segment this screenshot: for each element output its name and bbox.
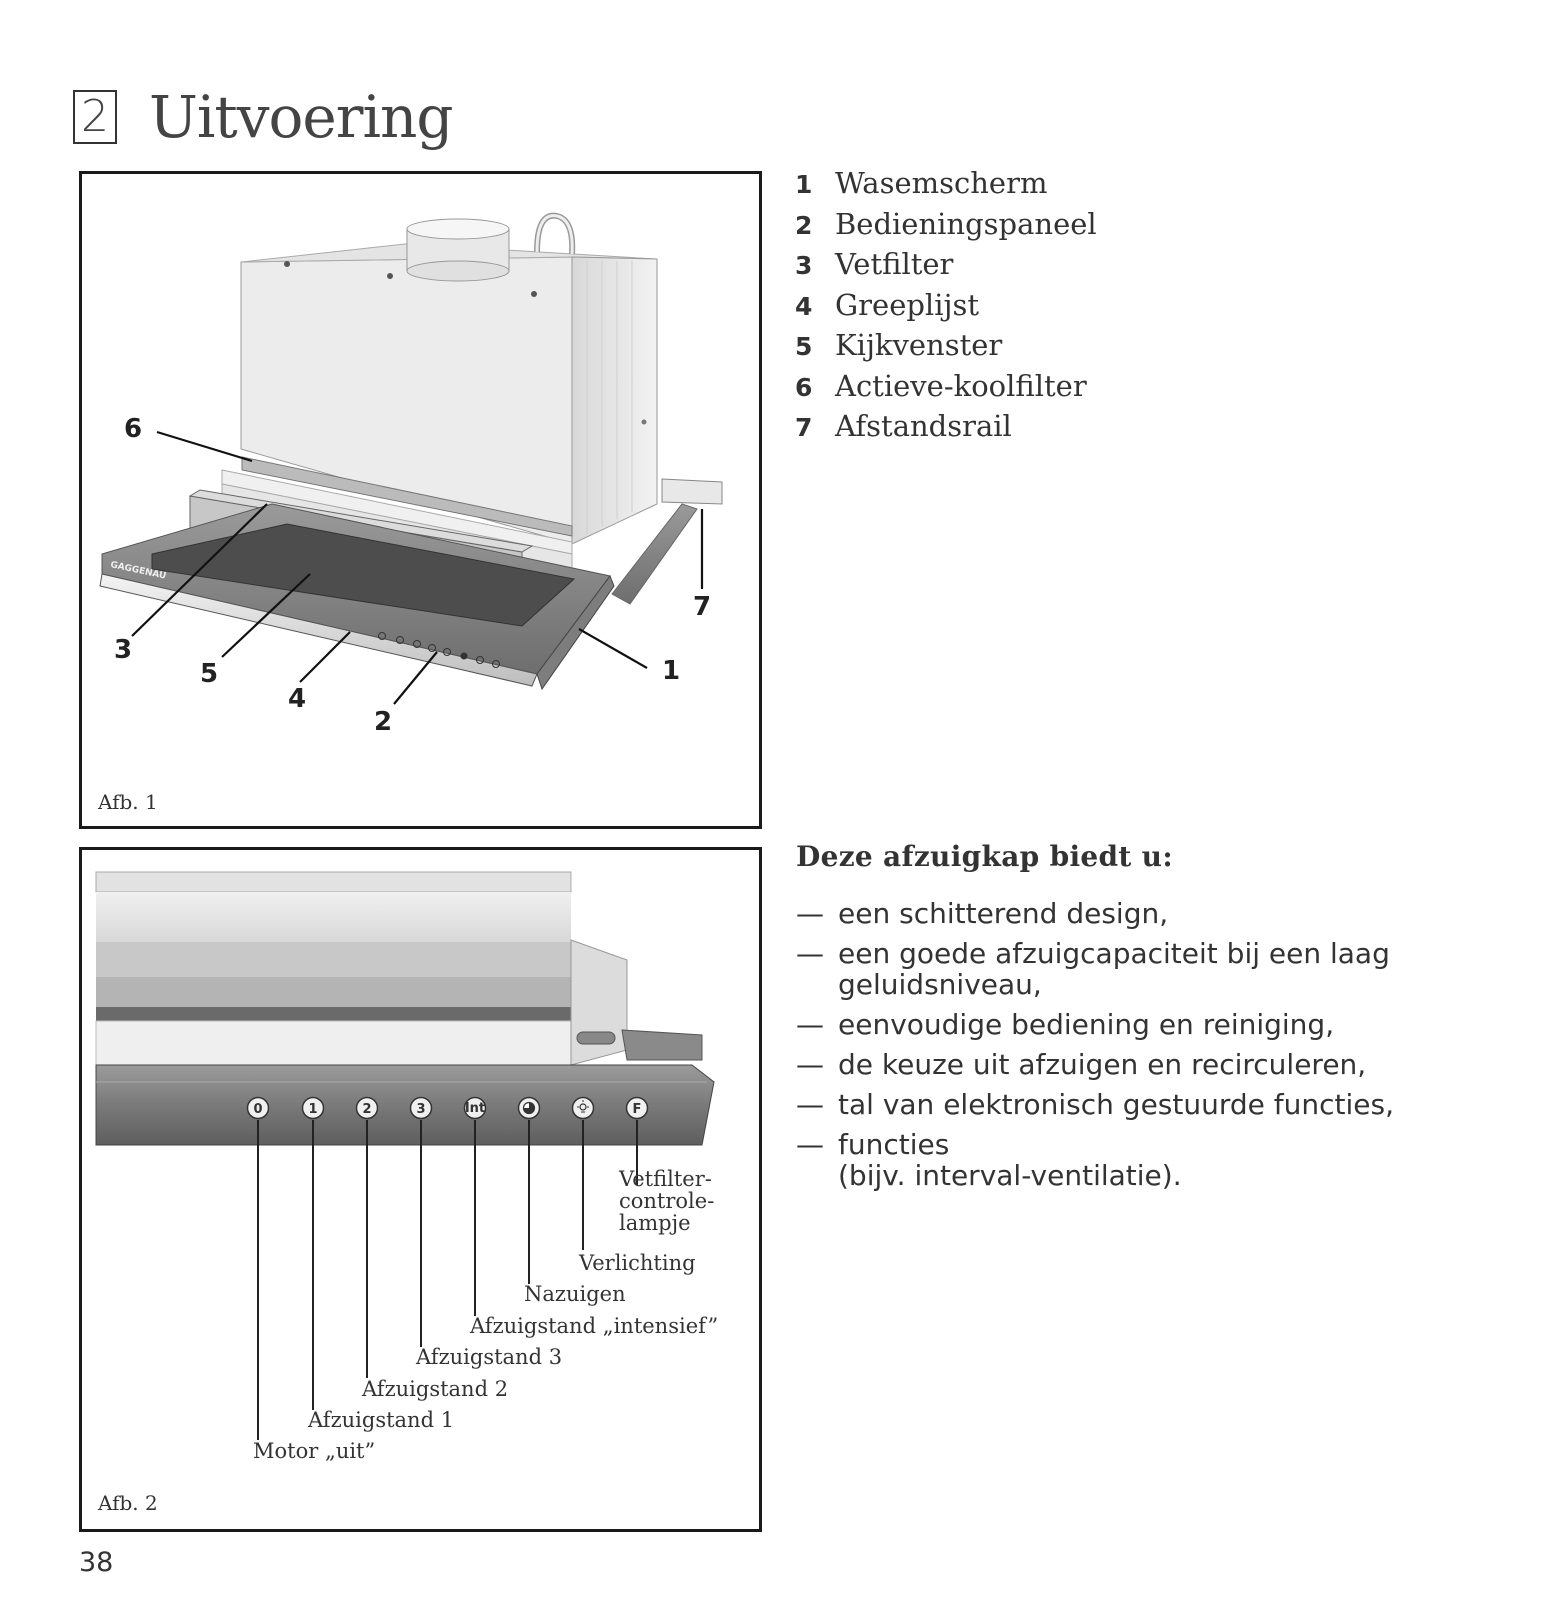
button-1	[301, 1096, 325, 1120]
button-2	[355, 1096, 379, 1120]
label-run-on: Nazuigen	[524, 1282, 626, 1306]
label-stand-3: Afzuigstand 3	[415, 1345, 562, 1369]
callout-1: 1	[662, 656, 680, 686]
button-int	[463, 1096, 487, 1120]
figure-1: GAGGENAU 6 3 5 4 2 1 7	[79, 171, 762, 829]
label-stand-1: Afzuigstand 1	[307, 1408, 454, 1432]
list-item: —een schitterend design,	[796, 897, 1169, 930]
figure-2: 0 1 2 3 Int F	[79, 847, 762, 1532]
svg-text:2: 2	[362, 1102, 371, 1117]
features-list: —een schitterend design, —een goede afzu…	[796, 898, 1436, 1200]
callout-5: 5	[200, 659, 218, 689]
callout-2: 2	[374, 707, 392, 737]
section-heading: Uitvoering	[149, 83, 454, 151]
svg-text:3: 3	[416, 1102, 425, 1117]
label-lighting: Verlichting	[578, 1251, 696, 1275]
button-3	[409, 1096, 433, 1120]
figure-2-caption: Afb. 2	[98, 1491, 158, 1515]
label-filter-lamp: Vetfilter- controle- lampje	[618, 1167, 721, 1235]
callout-6: 6	[124, 414, 142, 444]
duct-collar	[406, 218, 510, 282]
figure-1-caption: Afb. 1	[98, 790, 158, 814]
button-leaders	[257, 1120, 638, 1440]
callout-7: 7	[693, 592, 711, 622]
button-f	[625, 1096, 649, 1120]
list-item: —tal van elektronisch gestuurde functies…	[796, 1088, 1394, 1121]
handle-buttons	[378, 632, 500, 668]
section-title: 2 Uitvoering	[73, 82, 454, 152]
svg-text:F: F	[633, 1102, 642, 1117]
label-intensive: Afzuigstand „intensief”	[469, 1314, 718, 1338]
panel-buttons: 0 1 2 3 Int F	[246, 1096, 649, 1120]
leader-lines	[131, 430, 704, 705]
hood-front	[95, 871, 703, 1067]
callout-3: 3	[114, 635, 132, 665]
label-motor-off: Motor „uit”	[253, 1439, 375, 1463]
svg-text:Int: Int	[465, 1101, 485, 1116]
section-number-box: 2	[73, 90, 117, 144]
list-item: —functies (bijv. interval-ventilatie).	[796, 1128, 1182, 1192]
control-strip	[95, 1064, 715, 1146]
svg-text:1: 1	[308, 1102, 317, 1117]
hood-illustration: GAGGENAU 6 3 5 4 2 1 7	[99, 212, 723, 737]
button-0	[246, 1096, 270, 1120]
control-panel-illustration: 0 1 2 3 Int F	[95, 871, 721, 1463]
vapour-screen: GAGGENAU	[99, 503, 615, 691]
light-icon	[571, 1096, 595, 1120]
list-item: —de keuze uit afzuigen en recirculeren,	[796, 1048, 1367, 1081]
callout-4: 4	[288, 684, 306, 714]
page-number: 38	[79, 1547, 114, 1578]
list-item: —een goede afzuigcapaciteit bij een laag…	[796, 937, 1390, 1001]
label-stand-2: Afzuigstand 2	[361, 1377, 508, 1401]
button-labels: Motor „uit” Afzuigstand 1 Afzuigstand 2 …	[253, 1167, 721, 1463]
svg-text:0: 0	[253, 1102, 262, 1117]
hood-housing	[240, 243, 658, 545]
features-title: Deze afzuigkap biedt u:	[796, 840, 1173, 873]
list-item: —eenvoudige bediening en reiniging,	[796, 1008, 1335, 1041]
timer-icon	[517, 1096, 541, 1120]
